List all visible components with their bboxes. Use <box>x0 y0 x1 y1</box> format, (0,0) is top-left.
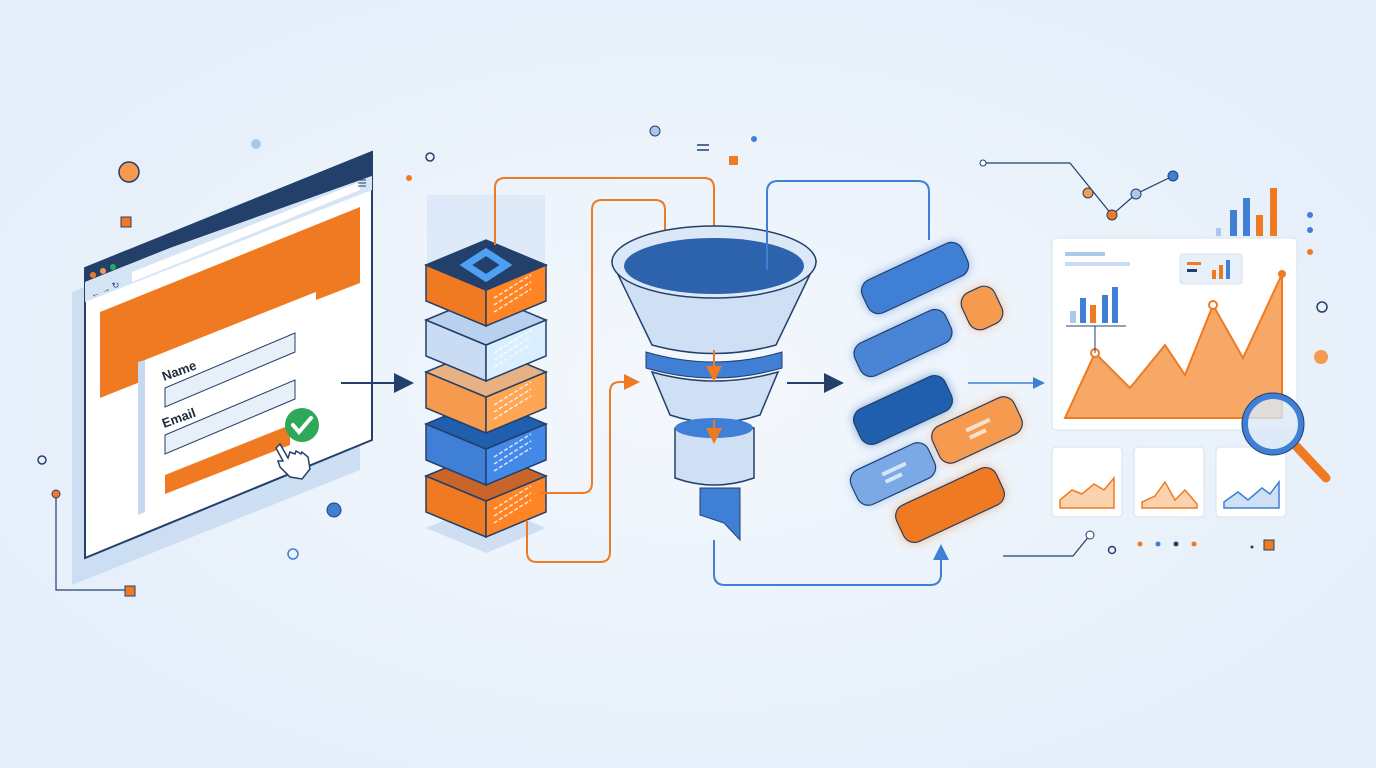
hero-banner <box>100 207 360 398</box>
tag-manager-icon <box>459 247 513 283</box>
analytics-dashboard <box>979 159 1331 518</box>
menu-icon <box>358 179 366 187</box>
decorations <box>37 125 1328 597</box>
event-tags <box>849 241 1023 544</box>
event-tag-pill <box>853 308 953 378</box>
funnel <box>610 225 818 542</box>
address-bar <box>132 182 360 282</box>
event-tag-pill <box>853 374 953 446</box>
mini-card-3 <box>1215 446 1287 518</box>
window-min-dot <box>100 268 106 274</box>
event-tag-pill <box>931 396 1023 464</box>
name-input[interactable] <box>164 332 296 408</box>
hand-cursor-icon <box>275 442 311 480</box>
event-tag-pill <box>849 442 937 506</box>
orange-connectors <box>494 177 722 563</box>
mini-card-1 <box>1051 446 1123 518</box>
mini-bar-chart <box>1066 287 1126 327</box>
event-tag-pill <box>960 285 1004 331</box>
browser-titlebar <box>85 152 372 282</box>
bar-chart-icon <box>1216 188 1277 236</box>
magnifier-icon <box>1241 392 1331 483</box>
event-tag-pill <box>860 241 970 315</box>
browser-window: ← → ↻ Name Email <box>72 150 414 585</box>
event-tag-pill <box>895 466 1005 544</box>
blue-connectors <box>713 180 949 586</box>
mini-card-2 <box>1133 446 1205 518</box>
stack-layer <box>424 239 548 328</box>
email-input[interactable] <box>164 379 296 455</box>
checkmark-icon <box>285 408 319 442</box>
window-close-dot <box>90 272 96 278</box>
submit-button[interactable] <box>165 425 290 494</box>
tooltip <box>1179 253 1243 285</box>
window-max-dot <box>110 264 116 270</box>
data-layer-stack <box>424 195 548 553</box>
area-chart <box>1063 273 1283 419</box>
